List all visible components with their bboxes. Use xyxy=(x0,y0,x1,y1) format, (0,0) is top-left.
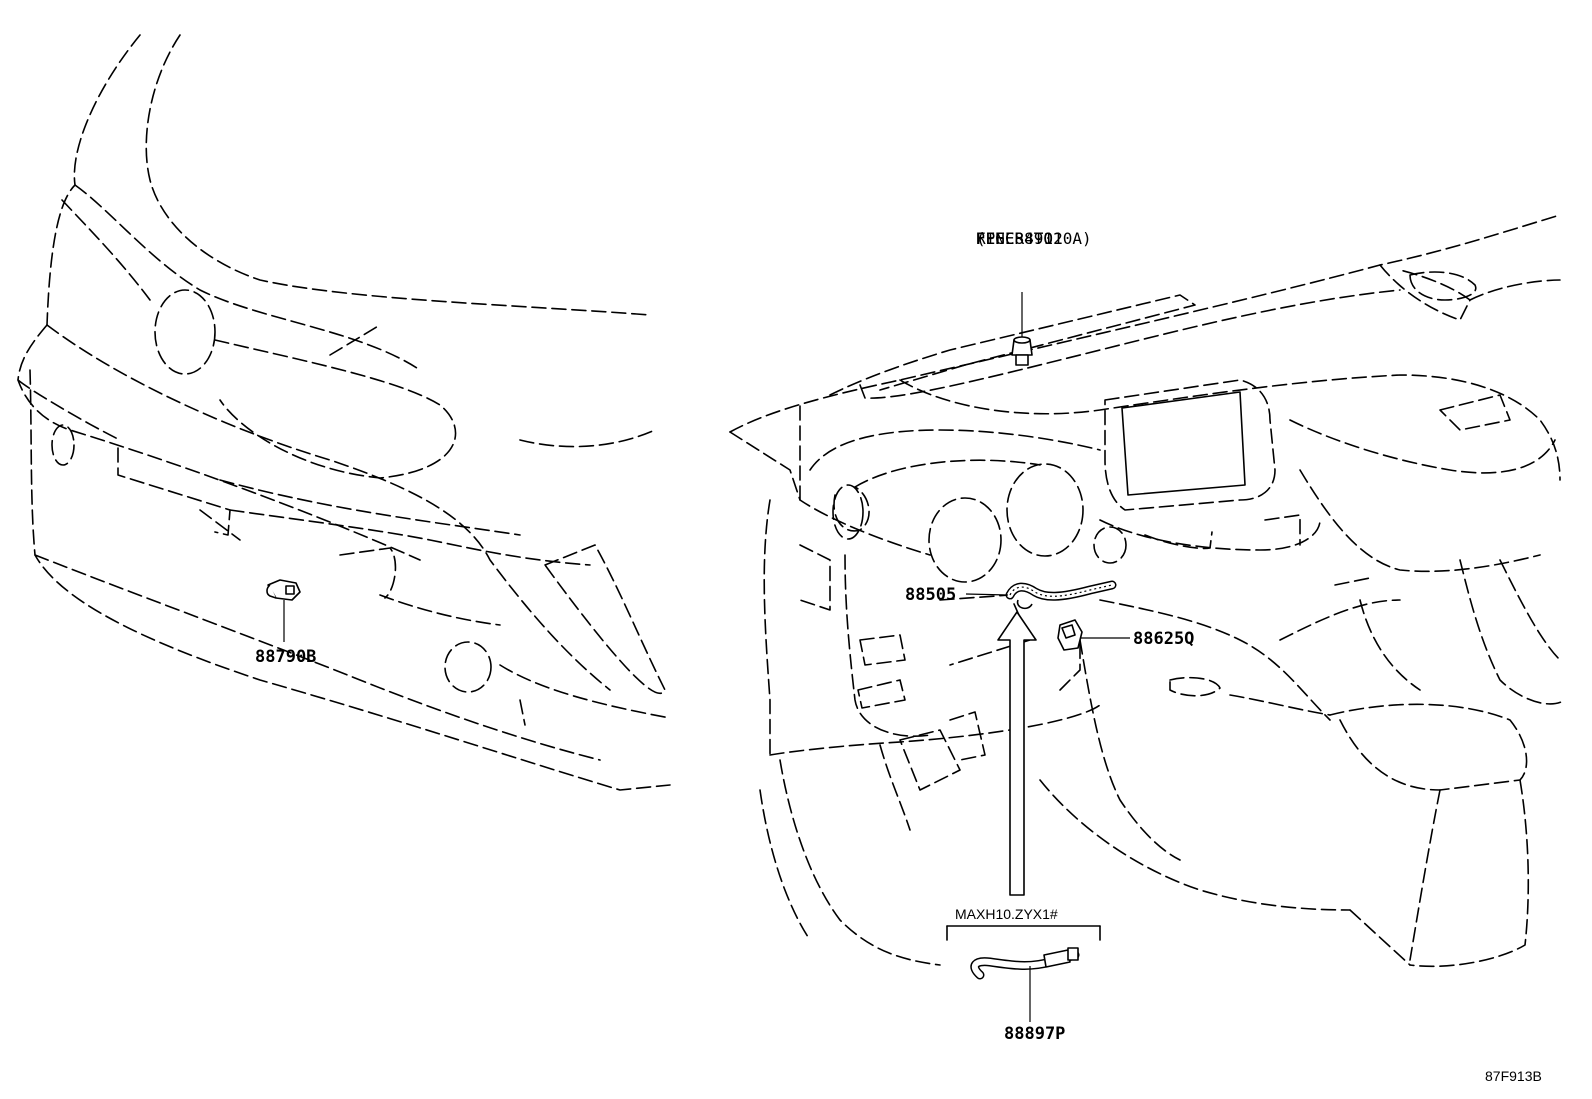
pointer-arrow xyxy=(997,611,1037,896)
figure-id: 87F913B xyxy=(1485,1068,1542,1084)
callout-88505: 88505 xyxy=(905,585,957,605)
harness-88505 xyxy=(965,580,1117,610)
reference-line-3: (PNC 89120A) xyxy=(976,229,1092,248)
clip-part-89120A xyxy=(1011,292,1033,366)
callout-88790B: 88790B xyxy=(255,647,317,667)
sensor-88625Q xyxy=(1057,619,1130,651)
variant-label: MAXH10.ZYX1# xyxy=(955,906,1058,922)
harness-88897P xyxy=(970,947,1080,1022)
front-bumper-view xyxy=(17,34,671,791)
dashboard-view xyxy=(729,214,1566,968)
reference-line-2: FIG 84-01 xyxy=(976,229,1063,248)
reference-line-1: REFER TO xyxy=(976,229,1054,248)
callout-88897P: 88897P xyxy=(1004,1024,1066,1044)
callout-88625Q: 88625Q xyxy=(1133,629,1195,649)
variant-bracket xyxy=(946,925,1101,941)
sensor-88790B xyxy=(266,579,301,642)
